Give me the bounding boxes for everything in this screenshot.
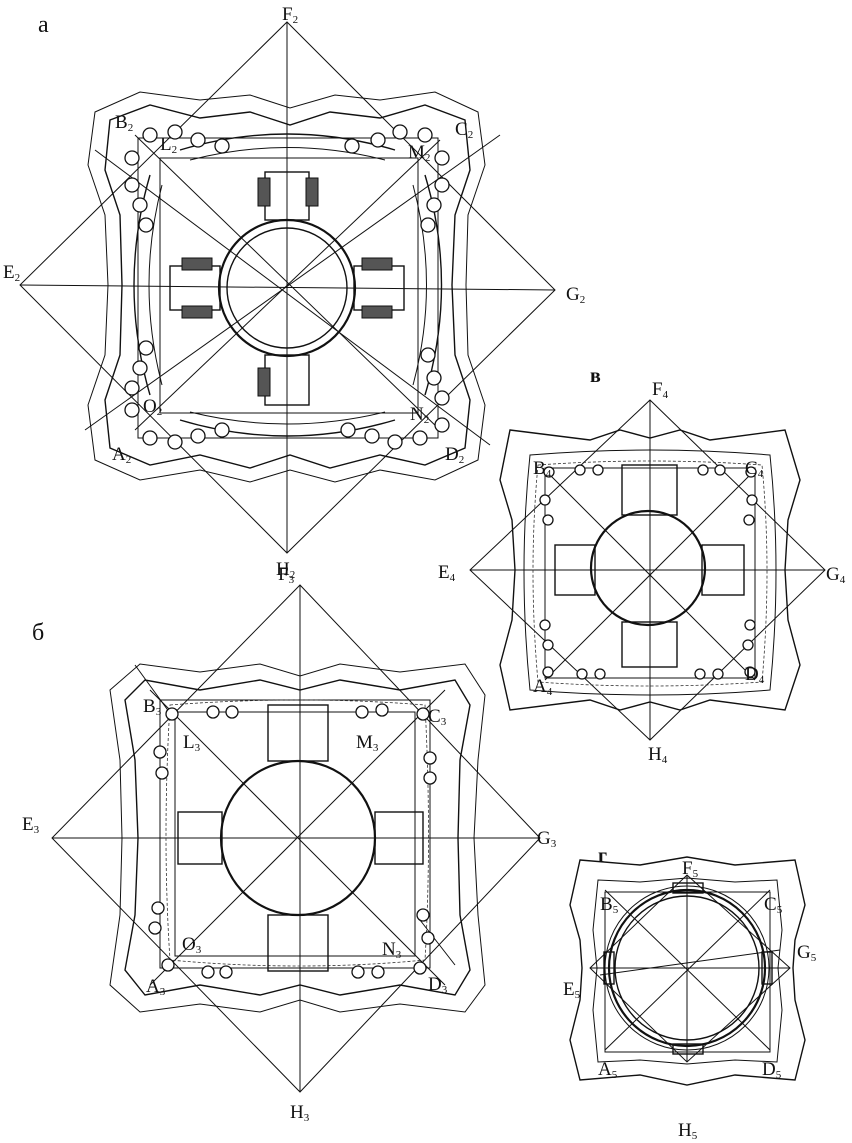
label-e5: E5 [563, 979, 581, 1001]
label-h5: H5 [678, 1120, 698, 1142]
label-d5: D5 [762, 1059, 782, 1081]
label-g3: G3 [537, 828, 557, 850]
label-o2: O2 [143, 396, 162, 418]
label-l3: L3 [183, 732, 201, 754]
panel-letter-b: б [32, 620, 44, 646]
label-a3: A3 [146, 976, 166, 998]
label-g2: G2 [566, 284, 585, 306]
label-h4: H4 [648, 744, 668, 766]
plan-v-outline [499, 429, 801, 711]
label-f3: F3 [278, 564, 295, 586]
label-g4: G4 [826, 564, 846, 586]
label-b2: B2 [115, 112, 133, 134]
label-c4: C4 [745, 458, 764, 480]
label-o3: O3 [182, 934, 202, 956]
plan-v-drum [589, 509, 707, 627]
label-b5: B5 [600, 894, 619, 916]
label-a5: A5 [598, 1059, 618, 1081]
label-d3: D3 [428, 974, 448, 996]
label-g5: G5 [797, 942, 817, 964]
label-n2: N2 [410, 404, 429, 426]
panel-letter-v: в [590, 365, 601, 387]
plan-a [19, 21, 556, 554]
plan-g-outline [569, 856, 806, 1086]
label-f5: F5 [682, 858, 699, 880]
plan-b-outline [124, 679, 471, 996]
panel-letter-a: а [38, 12, 49, 38]
label-l2: L2 [160, 134, 177, 156]
label-n3: N3 [382, 939, 402, 961]
plan-b-columns [148, 703, 437, 979]
label-a2: A2 [112, 444, 131, 466]
label-m3: M3 [356, 732, 379, 754]
plan-g [569, 856, 806, 1086]
plan-v-columns [539, 464, 758, 680]
label-h2: H2 [276, 559, 295, 581]
plan-a-outline [104, 104, 471, 469]
plan-v [469, 399, 826, 741]
plan-g-drum [607, 888, 767, 1048]
label-e4: E4 [438, 562, 456, 584]
label-d4: D4 [745, 664, 765, 686]
label-f4: F4 [652, 379, 669, 401]
label-c2: C2 [455, 119, 473, 141]
label-f2: F2 [282, 4, 298, 26]
label-b4: B4 [533, 458, 552, 480]
label-e2: E2 [3, 262, 20, 284]
label-c3: C3 [428, 706, 447, 728]
label-a4: A4 [533, 676, 553, 698]
label-c5: C5 [764, 894, 783, 916]
panel-letter-g: г [598, 845, 607, 867]
label-d2: D2 [445, 444, 464, 466]
label-b3: B3 [143, 696, 162, 718]
plan-a-columns [124, 124, 450, 450]
plan-b [51, 584, 541, 1093]
label-e3: E3 [22, 814, 40, 836]
label-h3: H3 [290, 1102, 310, 1124]
label-m2: M2 [408, 142, 430, 164]
